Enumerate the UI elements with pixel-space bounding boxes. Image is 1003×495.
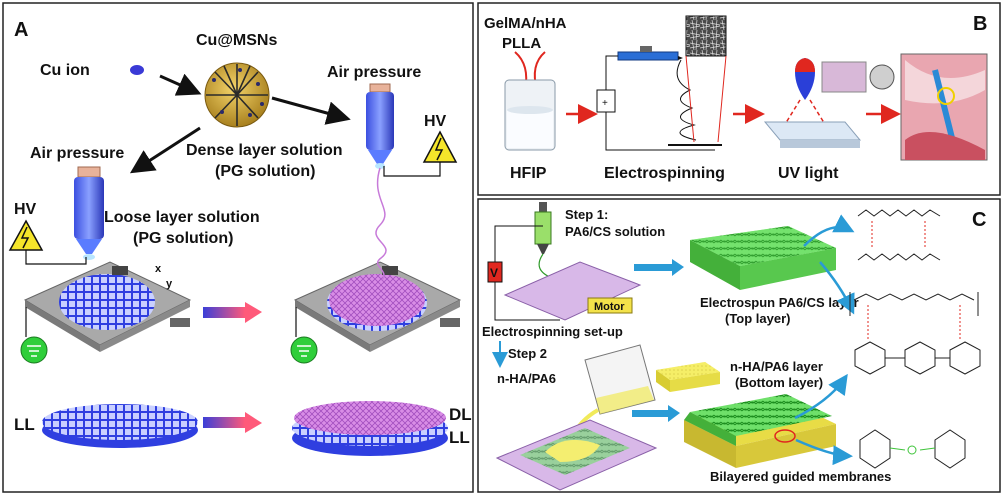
scaffold-dl-ll bbox=[292, 401, 448, 456]
air-pressure-left-label: Air pressure bbox=[30, 145, 124, 162]
syringe-left-icon bbox=[74, 166, 104, 260]
tissue-image bbox=[821, 61, 867, 93]
plla-label: PLLA bbox=[502, 35, 541, 52]
blue-scaffold-mesh bbox=[59, 274, 155, 330]
arrow-to-chem-4 bbox=[795, 438, 853, 466]
step2-label: Step 2 bbox=[508, 346, 547, 361]
top-layer-label-line1: Electrospun PA6/CS layer bbox=[700, 295, 859, 310]
loose-layer-label-line2: (PG solution) bbox=[133, 230, 233, 247]
ll-label: LL bbox=[14, 415, 35, 434]
scaffold-ll-only bbox=[42, 404, 198, 448]
electrospun-jet bbox=[375, 167, 387, 281]
chem-structure-chitosan bbox=[854, 341, 981, 375]
bottom-layer-block bbox=[656, 362, 720, 392]
panel-a: A Cu ion Cu@MSNs Air pressure bbox=[2, 2, 474, 493]
arrow-to-bilayer bbox=[632, 410, 668, 417]
arrow-to-chem-3 bbox=[794, 373, 848, 420]
setup-label: Electrospinning set-up bbox=[482, 324, 623, 339]
voltage-label: V bbox=[490, 266, 498, 280]
arrow-to-top-layer bbox=[634, 264, 672, 271]
step1-label-line2: PA6/CS solution bbox=[565, 224, 665, 239]
cu-ion-particle bbox=[130, 65, 144, 75]
gradient-arrow-top bbox=[203, 307, 245, 318]
hv-left-label: HV bbox=[14, 201, 37, 218]
uv-light-label: UV light bbox=[778, 165, 839, 182]
electrospinning-setup-icon: V Motor bbox=[487, 202, 642, 321]
bilayer-label: Bilayered guided membranes bbox=[710, 469, 891, 484]
uv-light-icon bbox=[763, 58, 895, 148]
arrow-msn-to-dense bbox=[271, 96, 351, 125]
electrospinning-label: Electrospinning bbox=[604, 165, 725, 182]
panel-b-label: B bbox=[973, 13, 987, 35]
step1-label-line1: Step 1: bbox=[565, 207, 608, 222]
panel-a-label: A bbox=[14, 19, 28, 41]
printing-platform-right bbox=[290, 167, 462, 364]
nha-pa6-label: n-HA/PA6 bbox=[497, 371, 556, 386]
casting-pour-icon bbox=[495, 344, 658, 491]
dense-layer-label-line1: Dense layer solution bbox=[186, 142, 343, 159]
arrow-to-chem-1 bbox=[803, 214, 855, 247]
panel-c: C V Motor Step 1: PA6/CS solution Electr… bbox=[477, 198, 1001, 493]
hfip-beaker-icon bbox=[504, 51, 556, 151]
cu-msns-label: Cu@MSNs bbox=[196, 32, 277, 49]
motor-label: Motor bbox=[594, 301, 625, 313]
fiber-sem-image bbox=[685, 15, 727, 57]
panel-c-label: C bbox=[972, 209, 986, 231]
hv-wire-right bbox=[383, 162, 441, 177]
gelma-label: GelMA/nHA bbox=[484, 15, 567, 32]
bilayer-membrane bbox=[684, 394, 836, 468]
ground-right-icon bbox=[290, 336, 318, 364]
printing-platform-left: x y bbox=[20, 261, 192, 364]
dense-layer-label-line2: (PG solution) bbox=[215, 163, 315, 180]
arrow-ion-to-msn bbox=[159, 73, 202, 96]
bottom-layer-label-line2: (Bottom layer) bbox=[735, 375, 823, 390]
hv-right-label: HV bbox=[424, 113, 447, 130]
clamp-top-left bbox=[112, 266, 128, 275]
electrospinning-apparatus-icon: + bbox=[596, 15, 727, 151]
cu-ion-label: Cu ion bbox=[40, 62, 90, 79]
membrane-image bbox=[869, 64, 895, 90]
chem-structure-cu-complex bbox=[859, 429, 966, 469]
ground-left-icon bbox=[20, 336, 48, 364]
panel-b: B GelMA/nHA PLLA HFIP + Electrospinning bbox=[477, 2, 1001, 196]
chem-structure-pa6-chain bbox=[849, 292, 979, 340]
ll-label-right: LL bbox=[449, 428, 470, 447]
pink-dense-layer bbox=[329, 274, 425, 326]
svg-text:+: + bbox=[602, 98, 608, 109]
bottom-layer-label-line1: n-HA/PA6 layer bbox=[730, 359, 823, 374]
hfip-label: HFIP bbox=[510, 165, 547, 182]
top-layer-label-line2: (Top layer) bbox=[725, 311, 791, 326]
gradient-arrow-bottom bbox=[203, 417, 245, 428]
arrow-msn-to-loose bbox=[129, 126, 201, 174]
loose-layer-label-line1: Loose layer solution bbox=[104, 209, 260, 226]
hv-wire-left bbox=[25, 250, 87, 265]
cu-msn-nanoparticle-icon bbox=[204, 62, 270, 128]
electrospun-top-layer bbox=[690, 226, 836, 290]
dl-label: DL bbox=[449, 405, 472, 424]
air-pressure-right-label: Air pressure bbox=[327, 64, 421, 81]
chem-structure-polyamide-h-bonds bbox=[857, 209, 941, 261]
surgery-photo bbox=[900, 53, 988, 161]
axis-x-label: x bbox=[155, 263, 162, 275]
clamp-right-left bbox=[170, 318, 190, 327]
axis-y-label: y bbox=[166, 278, 173, 290]
syringe-right-icon bbox=[366, 83, 394, 169]
